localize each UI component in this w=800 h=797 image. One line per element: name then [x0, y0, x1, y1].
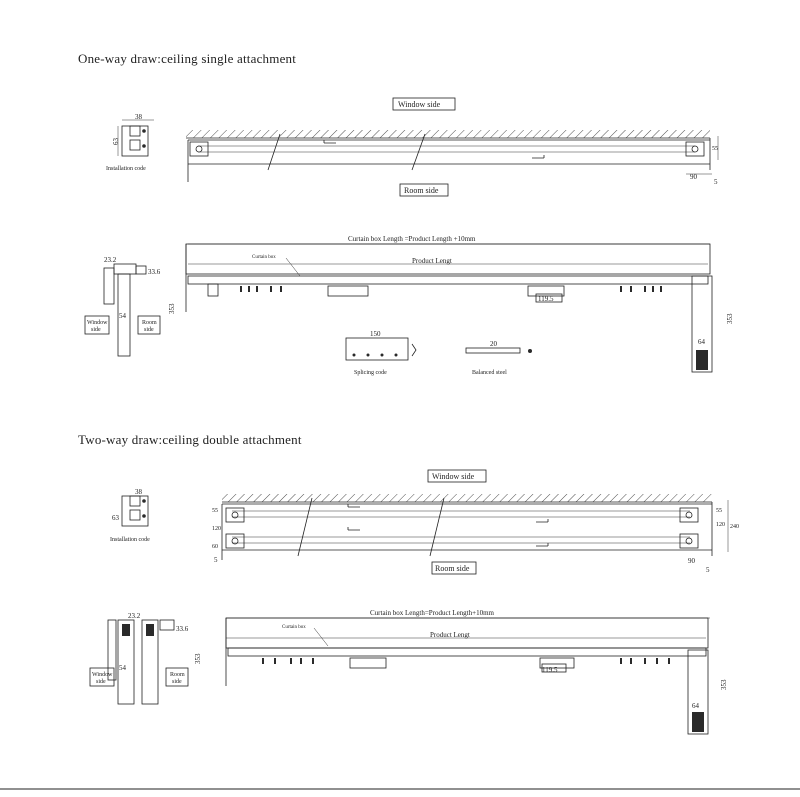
dim-353-2: 353 [194, 653, 202, 664]
curtain-box-label-2: Curtain box [282, 625, 306, 630]
installation-code-label: Installation code [106, 166, 146, 172]
dim-55-left: 55 [212, 508, 218, 514]
window-side-small-1-2: Window [92, 672, 113, 678]
dim-64-2: 64 [692, 702, 700, 710]
window-side-small-2: side [91, 327, 101, 333]
hook-row [240, 286, 662, 292]
balanced-steel: 20 Balanced steel [465, 340, 532, 376]
window-side-box [392, 97, 456, 111]
product-length-label: Product Lengt [412, 257, 452, 265]
room-side-small-2-2: side [172, 679, 182, 685]
splicing-code: 150 Splicing code [345, 330, 417, 376]
window-side-label-2: Window side [432, 472, 475, 481]
dim-90-2: 90 [688, 557, 696, 565]
room-side-small-1-2: Room [170, 672, 185, 678]
one-way-bracket-section: 23.2 33.6 54 Window side Room side 353 [84, 256, 176, 357]
hook-row-2 [262, 658, 670, 664]
dim-64: 64 [698, 338, 706, 346]
window-side-small-1: Window [87, 320, 108, 326]
section-title-two-way: Two-way draw:ceiling double attachment [78, 432, 302, 447]
dim-120-right: 120 [716, 522, 725, 528]
dim-120-left: 120 [212, 526, 221, 532]
dim-353-right-2: 353 [720, 679, 728, 690]
dim-353-right: 353 [726, 313, 734, 324]
dim-55: 55 [712, 146, 718, 152]
balanced-steel-label: Balanced steel [472, 370, 507, 376]
installation-code-label-2: Installation code [110, 537, 150, 543]
curtain-box-length-label-2: Curtain box Length=Product Length+10mm [370, 609, 495, 617]
dim-54-2: 54 [119, 664, 127, 672]
two-way-bracket-section: 23.2 33.6 54 Window side Room side 353 [89, 612, 202, 705]
one-way-top-view: Window side 55 90 5 Room side [186, 97, 719, 197]
room-side-small-1: Room [142, 320, 157, 326]
two-way-front-view: Curtain box Length=Product Length+10mm P… [225, 609, 728, 735]
dim-38: 38 [135, 113, 143, 121]
dim-119-5-2: 119.5 [542, 666, 558, 674]
dim-38-2: 38 [135, 488, 143, 496]
curtain-box-label: Curtain box [252, 255, 276, 260]
dim-150: 150 [370, 330, 381, 338]
dim-90: 90 [690, 173, 698, 181]
window-side-label: Window side [398, 100, 441, 109]
dim-23-2-2: 23.2 [128, 612, 141, 620]
window-side-small-2-2: side [96, 679, 106, 685]
dim-63: 63 [112, 138, 120, 146]
dim-5-left: 5 [214, 556, 218, 564]
dim-63-2: 63 [112, 514, 120, 522]
dim-23-2: 23.2 [104, 256, 117, 264]
dim-353: 353 [168, 303, 176, 314]
dim-54: 54 [119, 312, 127, 320]
two-way-installation-code: 38 63 Installation code [110, 488, 150, 543]
dim-5-right: 5 [706, 566, 710, 574]
dim-20: 20 [490, 340, 498, 348]
splicing-code-label: Splicing code [354, 370, 387, 376]
section-title-one-way: One-way draw:ceiling single attachment [78, 51, 297, 66]
curtain-box-length-label: Curtain box Length =Product Length +10mm [348, 235, 476, 243]
room-side-label-2: Room side [435, 564, 470, 573]
one-way-installation-code: 38 63 Installation code [106, 113, 154, 172]
dim-33-6-2: 33.6 [176, 625, 189, 633]
dim-240: 240 [730, 524, 739, 530]
product-length-label-2: Product Lengt [430, 631, 470, 639]
one-way-front-view: Curtain box Length =Product Length +10mm… [185, 235, 734, 373]
dim-5: 5 [714, 178, 718, 186]
dim-119-5: 119.5 [538, 295, 554, 303]
room-side-small-2: side [144, 327, 154, 333]
two-way-top-view: Window side 55 120 60 55 120 240 5 90 5 … [212, 469, 739, 575]
dim-55-right: 55 [716, 508, 722, 514]
room-side-label: Room side [404, 186, 439, 195]
dim-60-left: 60 [212, 544, 218, 550]
dim-33-6: 33.6 [148, 268, 161, 276]
